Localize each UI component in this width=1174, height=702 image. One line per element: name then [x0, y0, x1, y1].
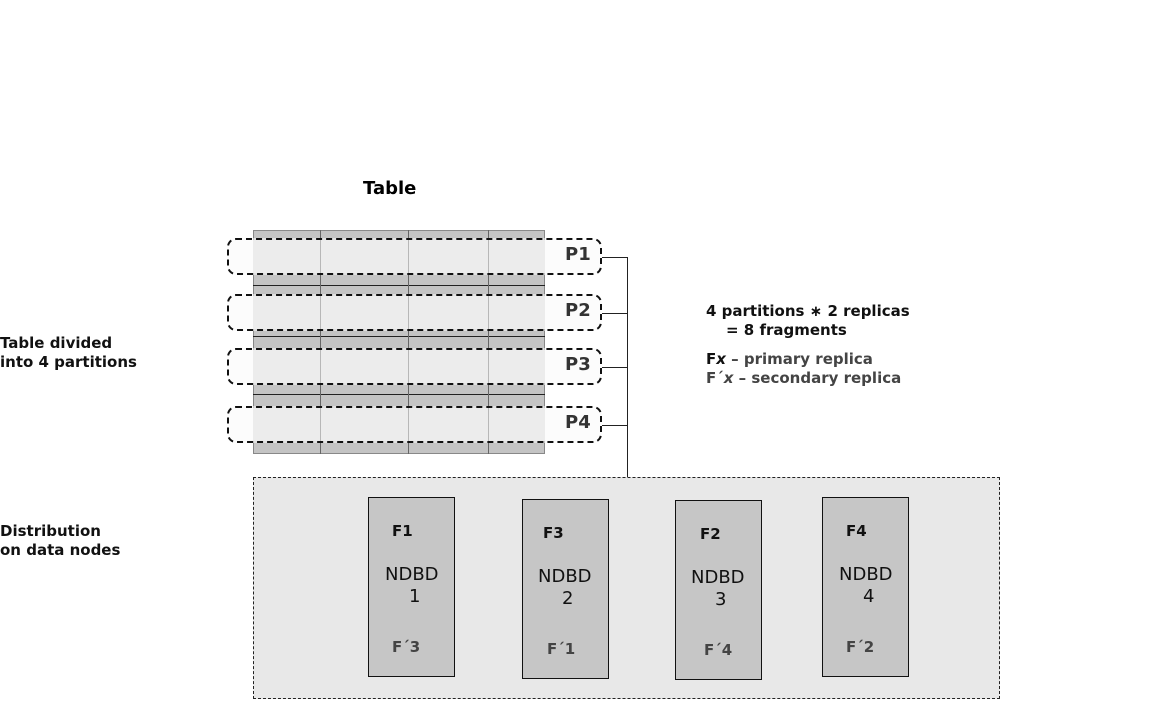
- secondary-fragment: F´2: [846, 638, 875, 656]
- partition-label-p3: P3: [565, 354, 591, 375]
- fragment-formula: 4 partitions ∗ 2 replicas = 8 fragments: [706, 302, 910, 340]
- primary-text: – primary replica: [725, 350, 873, 368]
- distribution-label-line2: on data nodes: [0, 541, 121, 559]
- row-divider: [253, 336, 545, 337]
- table-divided-label-line1: Table divided: [0, 334, 113, 352]
- distribution-label-line1: Distribution: [0, 522, 101, 540]
- replica-legend: Fx – primary replica F´x – secondary rep…: [706, 350, 901, 388]
- primary-symbol: F: [706, 350, 717, 368]
- partition-p2: [227, 294, 602, 331]
- connector-p3: [602, 367, 628, 368]
- partition-label-p2: P2: [565, 300, 591, 321]
- legend-primary: Fx – primary replica: [706, 350, 901, 369]
- column-divider: [320, 230, 321, 454]
- legend-secondary: F´x – secondary replica: [706, 369, 901, 388]
- connector-p4: [602, 425, 628, 426]
- partition-p3: [227, 348, 602, 385]
- primary-var: x: [716, 350, 726, 368]
- formula-line1: 4 partitions ∗ 2 replicas: [706, 302, 910, 320]
- row-divider: [253, 394, 545, 395]
- connector-p1: [602, 257, 628, 258]
- row-divider: [253, 285, 545, 286]
- partition-p4: [227, 406, 602, 443]
- partition-label-p4: P4: [565, 412, 591, 433]
- partition-label-p1: P1: [565, 244, 591, 265]
- secondary-var: x: [723, 369, 734, 387]
- primary-fragment: F2: [700, 525, 721, 543]
- formula-line2: = 8 fragments: [726, 321, 847, 339]
- table-divided-label: Table divided into 4 partitions: [0, 334, 137, 372]
- secondary-fragment: F´3: [392, 638, 421, 656]
- table-divided-label-line2: into 4 partitions: [0, 353, 137, 371]
- column-divider: [408, 230, 409, 454]
- column-divider: [488, 230, 489, 454]
- primary-fragment: F4: [846, 522, 867, 540]
- secondary-text: – secondary replica: [733, 369, 902, 387]
- primary-fragment: F3: [543, 524, 564, 542]
- table-title: Table: [363, 178, 417, 199]
- connector-trunk: [627, 257, 628, 477]
- primary-fragment: F1: [392, 522, 413, 540]
- secondary-fragment: F´4: [704, 641, 733, 659]
- secondary-symbol: F´: [706, 369, 724, 387]
- connector-p2: [602, 313, 628, 314]
- partition-p1: [227, 238, 602, 275]
- distribution-label: Distribution on data nodes: [0, 522, 120, 560]
- secondary-fragment: F´1: [547, 640, 576, 658]
